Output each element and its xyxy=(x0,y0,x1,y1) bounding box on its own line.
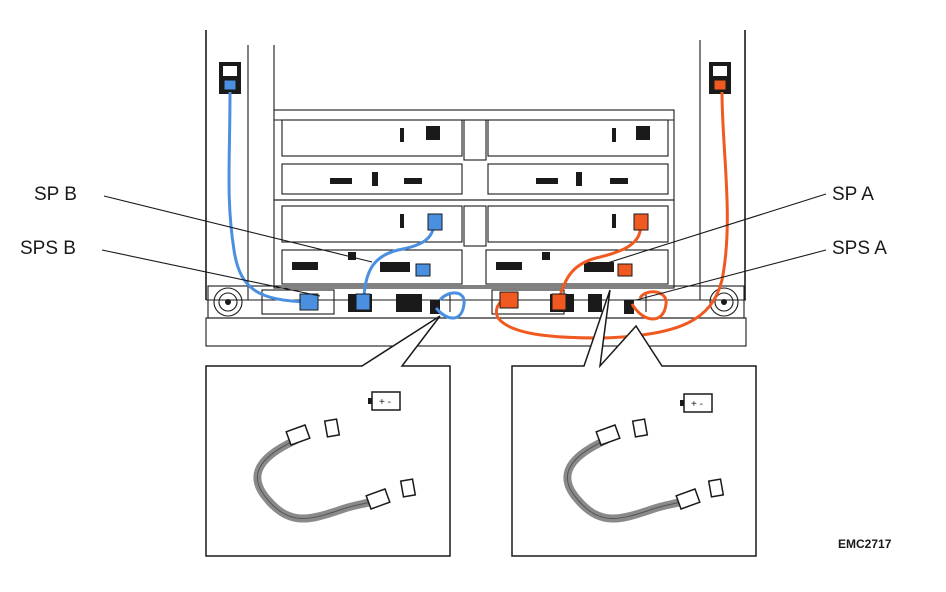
label-sp-a: SP A xyxy=(603,184,874,265)
connector-icon xyxy=(595,418,725,510)
connector-icon xyxy=(499,291,519,309)
connector-icon xyxy=(355,293,371,311)
connector-icon xyxy=(551,293,567,311)
battery-icon: + - xyxy=(368,391,401,411)
cable-b xyxy=(227,91,466,320)
connector-icon xyxy=(415,263,431,277)
svg-text:+ -: + - xyxy=(379,397,391,408)
svg-text:+ -: + - xyxy=(691,399,703,410)
connector-icon xyxy=(427,213,443,231)
label-sps-a: SPS A xyxy=(635,238,887,301)
connector-icon xyxy=(617,263,633,277)
connector-icon xyxy=(299,293,319,311)
figure-id: EMC2717 xyxy=(838,537,892,551)
svg-text:SPS A: SPS A xyxy=(832,238,887,259)
label-sps-b: SPS B xyxy=(20,238,321,297)
connector-icon xyxy=(633,213,649,231)
svg-text:SPS B: SPS B xyxy=(20,238,76,259)
battery-icon: + - xyxy=(680,393,713,413)
connector-icon xyxy=(285,418,417,510)
power-outlet-icon xyxy=(709,62,731,94)
detail-callout-sps-a: + - xyxy=(511,289,757,557)
cable-a xyxy=(494,91,729,340)
fan-icon xyxy=(709,287,739,317)
storage-enclosure xyxy=(273,109,675,201)
label-sp-b: SP B xyxy=(34,184,373,263)
svg-text:SP B: SP B xyxy=(34,184,77,205)
fan-icon xyxy=(213,287,243,317)
detail-callout-sps-b: + - xyxy=(205,315,451,557)
svg-text:SP A: SP A xyxy=(832,184,874,205)
storage-processor-enclosure xyxy=(273,199,675,289)
power-outlet-icon xyxy=(219,62,241,94)
